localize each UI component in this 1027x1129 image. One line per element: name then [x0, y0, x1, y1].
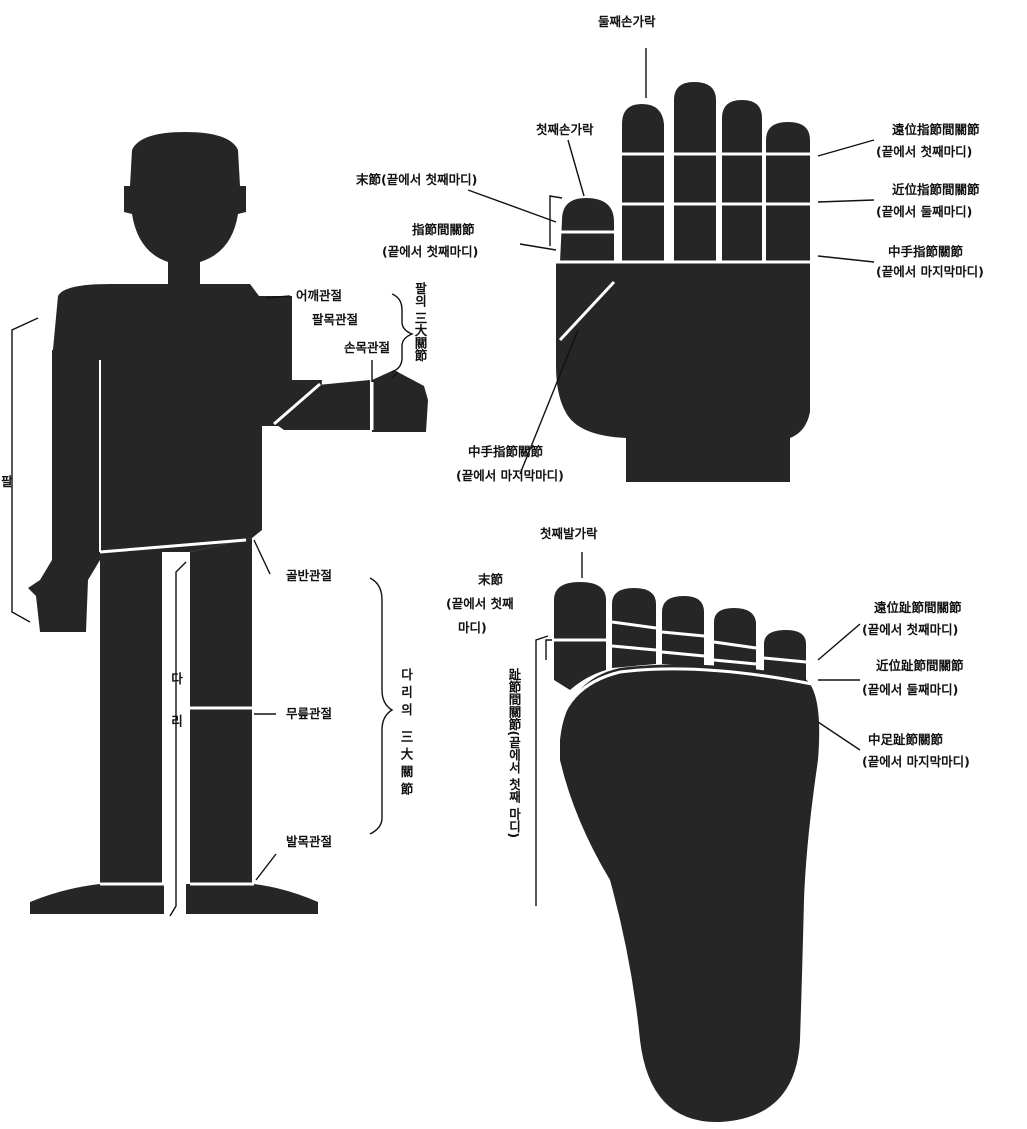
- foot-diagram: [536, 552, 860, 1122]
- label-thumb-mcp-joint-note: (끝에서 마지막마디): [456, 468, 564, 483]
- label-ankle-joint: 발목관절: [286, 834, 332, 849]
- human-figure: [12, 132, 428, 916]
- label-foot-end-joint: 末節: [477, 572, 504, 587]
- label-mtp-joint: 中足趾節關節: [868, 732, 944, 747]
- figure-right-leg: [190, 538, 252, 888]
- label-hip-joint: 골반관절: [286, 568, 332, 583]
- label-foot-end-joint-note-1: (끝에서 첫째: [446, 596, 514, 611]
- label-big-toe-ip-joint: 趾節間關節(끝에서 첫째 마디): [507, 668, 522, 838]
- hand-thumb: [560, 198, 614, 262]
- label-leg-three-joints: 다리의 三大關節: [399, 667, 414, 800]
- label-thumb-mcp-joint: 中手指節關節: [468, 444, 544, 459]
- label-elbow-joint: 팔목관절: [312, 312, 358, 327]
- label-proximal-toe-ip-joint: 近位趾節間關節: [876, 658, 964, 673]
- label-leg: 다리: [169, 671, 184, 757]
- label-wrist-joint: 손목관절: [344, 340, 390, 355]
- figure-left-foot: [30, 884, 164, 914]
- label-mtp-joint-note: (끝에서 마지막마디): [862, 754, 970, 769]
- label-foot-end-joint-note-2: 마디): [458, 620, 487, 635]
- label-mcp-joint: 中手指節關節: [888, 244, 964, 259]
- foot-toe-5: [764, 630, 806, 680]
- figure-left-arm: [28, 350, 100, 632]
- label-first-finger: 첫째손가락: [536, 122, 594, 137]
- label-proximal-ip-joint-note: (끝에서 둘째마디): [876, 204, 972, 219]
- label-second-finger: 둘째손가락: [598, 14, 656, 29]
- figure-right-foot: [186, 884, 318, 914]
- hand-finger-little: [766, 122, 810, 262]
- label-shoulder-joint: 어깨관절: [296, 288, 342, 303]
- label-distal-ip-joint-note: (끝에서 첫째마디): [876, 144, 972, 159]
- label-distal-toe-ip-joint-note: (끝에서 첫째마디): [862, 622, 958, 637]
- label-first-toe: 첫째발가락: [540, 526, 598, 541]
- hand-finger-index: [622, 104, 664, 262]
- label-mcp-joint-note: (끝에서 마지막마디): [876, 264, 984, 279]
- figure-right-hand: [372, 370, 428, 432]
- label-proximal-ip-joint: 近位指節間關節: [892, 182, 980, 197]
- figure-left-leg: [100, 552, 162, 888]
- hand-finger-ring: [722, 100, 762, 262]
- foot-toe-big: [554, 582, 606, 690]
- label-arm-three-joints: 팔의 三大關節: [413, 281, 428, 362]
- label-distal-toe-ip-joint: 遠位趾節間關節: [874, 600, 962, 615]
- label-thumb-ip-joint-note: (끝에서 첫째마디): [382, 244, 478, 259]
- hand-palm: [556, 262, 810, 482]
- label-thumb-ip-joint: 指節間關節: [412, 222, 475, 237]
- foot-sole: [560, 664, 819, 1122]
- label-knee-joint: 무릎관절: [286, 706, 332, 721]
- label-arm: 팔: [0, 474, 14, 488]
- hand-finger-middle: [674, 82, 716, 262]
- label-proximal-toe-ip-joint-note: (끝에서 둘째마디): [862, 682, 958, 697]
- hand-diagram: [468, 48, 874, 482]
- label-hand-end-joint: 末節(끝에서 첫째마디): [355, 172, 477, 187]
- figure-head: [124, 132, 246, 286]
- label-distal-ip-joint: 遠位指節間關節: [892, 122, 980, 137]
